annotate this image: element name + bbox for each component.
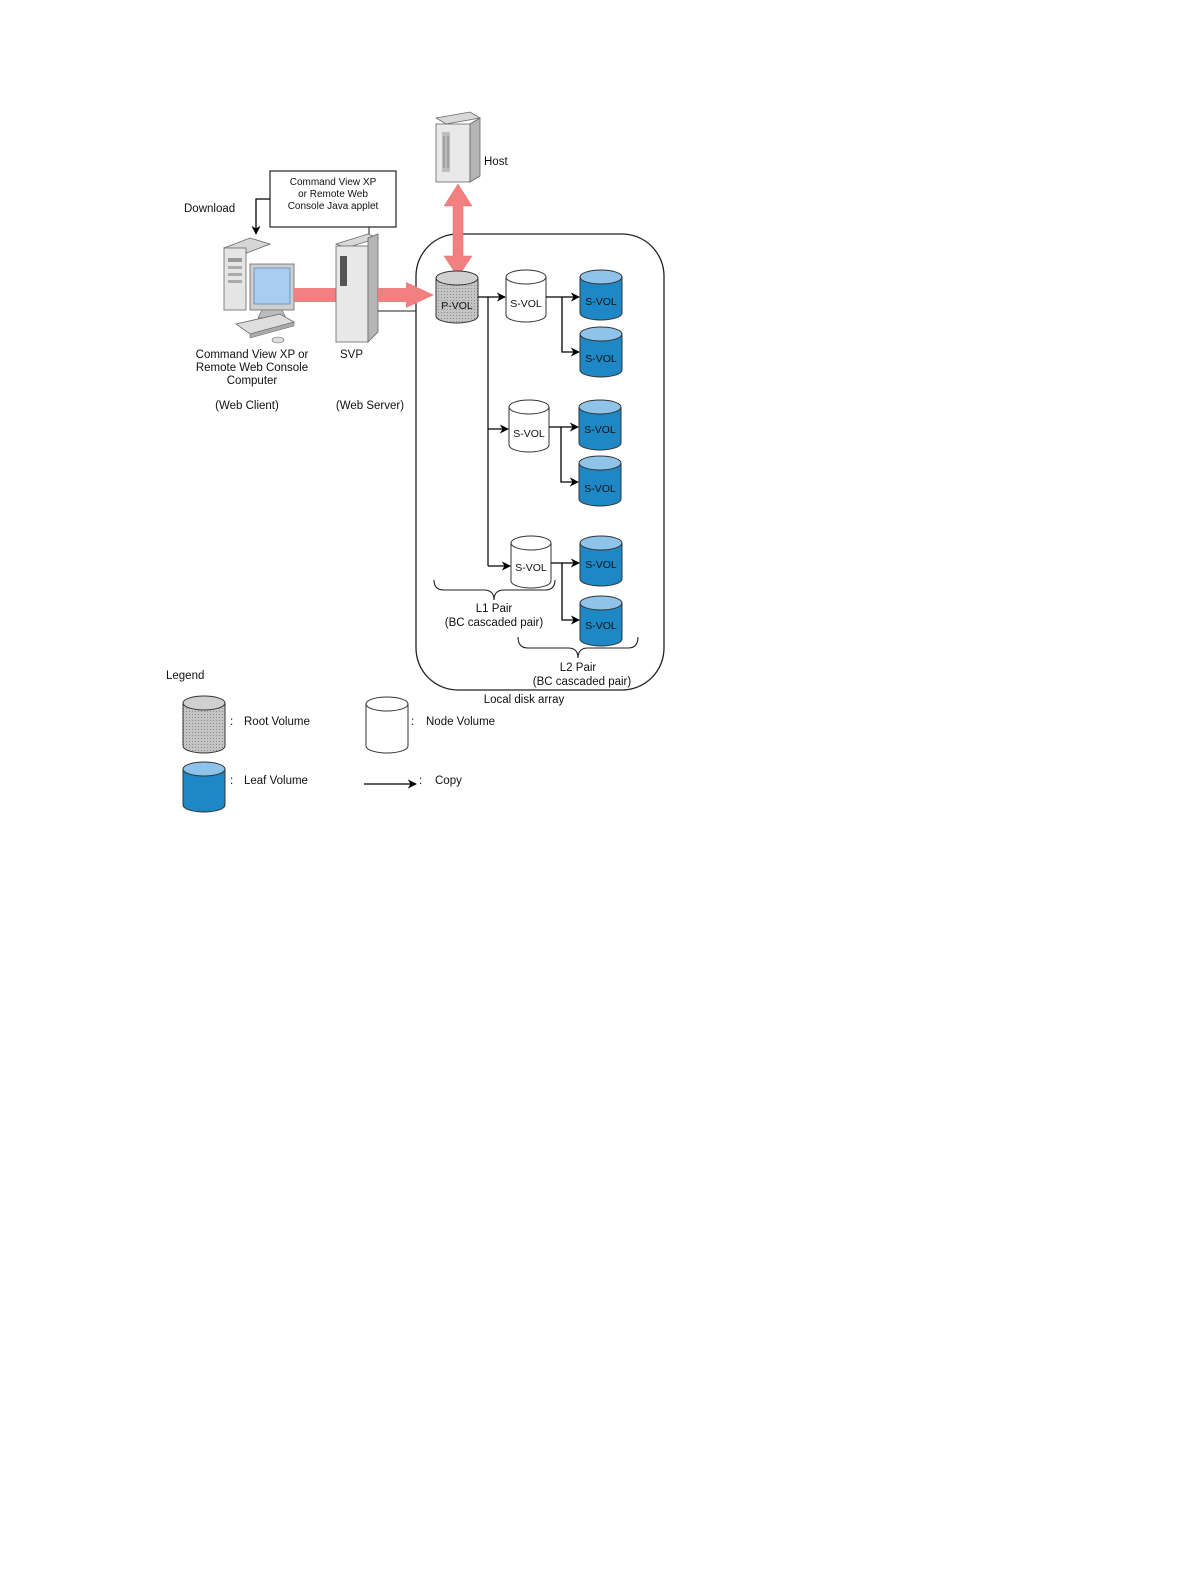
client-role-label: (Web Client)	[215, 400, 279, 412]
client-computer-icon	[222, 237, 296, 344]
svp-label: SVP	[340, 349, 363, 361]
leaf-svol-5	[579, 535, 623, 587]
copy-arrow-svol3-leaf6	[561, 563, 580, 625]
leaf-svol-3-label: S-VOL	[584, 424, 616, 436]
leaf-svol-2	[579, 326, 623, 378]
l2-pair-label-line1: L2 Pair	[560, 662, 597, 674]
client-label-line3: Computer	[227, 375, 278, 387]
copy-arrow-svol1-leaf2	[561, 297, 580, 357]
legend-node-colon: :	[411, 716, 414, 728]
leaf-svol-5-label: S-VOL	[585, 559, 617, 571]
l2-pair-label-line2: (BC cascaded pair)	[533, 676, 632, 688]
legend-title: Legend	[166, 670, 204, 682]
node-svol-1-label: S-VOL	[510, 298, 542, 310]
leaf-svol-6-label: S-VOL	[585, 620, 617, 632]
local-disk-array-box	[415, 233, 665, 691]
legend-leaf-volume-icon	[182, 761, 226, 813]
pvol-root-volume	[435, 270, 479, 324]
leaf-svol-1-label: S-VOL	[585, 296, 617, 308]
download-arrow	[251, 198, 270, 235]
leaf-svol-4-label: S-VOL	[584, 483, 616, 495]
legend-node-volume-icon	[365, 696, 409, 754]
l1-pair-brace	[433, 579, 556, 601]
svp-pvol-arrow	[378, 282, 434, 308]
legend-leaf-colon: :	[230, 775, 233, 787]
local-disk-array-label: Local disk array	[484, 694, 565, 706]
node-svol-3-label: S-VOL	[515, 562, 547, 574]
leaf-svol-3	[578, 399, 622, 451]
node-svol-1	[505, 269, 547, 323]
legend-node-label: Node Volume	[426, 716, 495, 728]
node-svol-2	[508, 399, 550, 453]
applet-box	[269, 170, 397, 228]
host-io-arrow	[443, 183, 473, 278]
legend-root-colon: :	[230, 716, 233, 728]
applet-label-line1: Command View XP	[290, 177, 377, 188]
svp-role-label: (Web Server)	[336, 400, 404, 412]
client-label-line2: Remote Web Console	[196, 362, 308, 374]
legend-root-volume-icon	[182, 695, 226, 754]
client-label-line1: Command View XP or	[196, 349, 309, 361]
node-svol-2-label: S-VOL	[513, 428, 545, 440]
svp-server-icon	[334, 233, 380, 343]
download-label: Download	[184, 203, 235, 215]
host-label: Host	[484, 156, 508, 168]
pvol-label: P-VOL	[441, 300, 473, 312]
legend-copy-label: Copy	[435, 775, 462, 787]
applet-label-line2: or Remote Web	[298, 189, 368, 200]
applet-label-line3: Console Java applet	[288, 201, 379, 212]
l1-pair-label-line1: L1 Pair	[476, 603, 513, 615]
client-svp-link	[294, 288, 336, 302]
legend-leaf-label: Leaf Volume	[244, 775, 308, 787]
leaf-svol-6	[579, 595, 623, 647]
leaf-svol-4	[578, 455, 622, 507]
l1-pair-label-line2: (BC cascaded pair)	[445, 617, 544, 629]
node-svol-3	[510, 535, 552, 589]
l2-pair-brace	[517, 636, 639, 659]
host-server-icon	[434, 111, 482, 183]
legend-root-label: Root Volume	[244, 716, 310, 728]
leaf-svol-1	[579, 269, 623, 321]
copy-arrow-svol2-leaf4	[560, 427, 579, 487]
leaf-svol-2-label: S-VOL	[585, 353, 617, 365]
legend-copy-colon: :	[419, 775, 422, 787]
